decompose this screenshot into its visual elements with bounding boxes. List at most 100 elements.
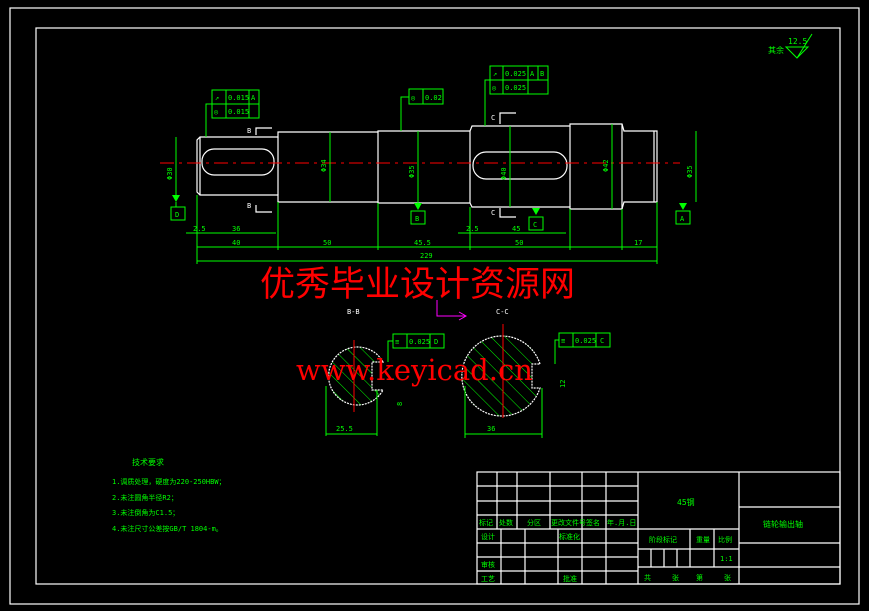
watermark-url: www.keyicad.cn	[296, 353, 533, 387]
svg-text:↗: ↗	[493, 70, 497, 78]
svg-text:设计: 设计	[481, 532, 495, 541]
svg-text:36: 36	[232, 225, 240, 233]
svg-text:C-C: C-C	[496, 308, 509, 316]
svg-text:50: 50	[323, 239, 331, 247]
svg-text:0.025: 0.025	[409, 338, 430, 346]
svg-text:A: A	[251, 94, 256, 102]
svg-text:工艺: 工艺	[481, 575, 495, 583]
svg-text:Φ34: Φ34	[320, 159, 328, 172]
svg-text:Φ35: Φ35	[408, 165, 416, 178]
svg-text:12: 12	[559, 380, 567, 388]
svg-text:◎: ◎	[492, 84, 497, 92]
svg-text:25.5: 25.5	[336, 425, 353, 433]
svg-text:45: 45	[512, 225, 520, 233]
svg-text:0.025: 0.025	[505, 70, 526, 78]
svg-text:229: 229	[420, 252, 433, 260]
svg-text:处数: 处数	[499, 518, 513, 527]
svg-text:↗: ↗	[215, 94, 219, 102]
svg-text:Φ30: Φ30	[166, 167, 174, 180]
diameter-dimensions: Φ30 Φ34 Φ35 Φ40 Φ42 Φ35	[166, 124, 697, 209]
svg-text:◎: ◎	[214, 108, 219, 116]
svg-text:分区: 分区	[527, 518, 541, 527]
svg-text:2.未注圆角半径R2；: 2.未注圆角半径R2；	[112, 493, 178, 502]
svg-text:审核: 审核	[481, 560, 495, 569]
svg-text:D: D	[434, 338, 438, 346]
svg-text:Φ35: Φ35	[686, 165, 694, 178]
keyway-left	[201, 148, 275, 176]
svg-text:0.02: 0.02	[425, 94, 442, 102]
svg-text:Φ42: Φ42	[602, 159, 610, 172]
svg-text:1.调质处理，硬度为220-250HBW；: 1.调质处理，硬度为220-250HBW；	[112, 477, 226, 486]
svg-text:8: 8	[396, 402, 404, 406]
svg-text:标准化: 标准化	[559, 532, 580, 541]
svg-text:C: C	[491, 209, 495, 217]
svg-text:C: C	[533, 221, 537, 229]
svg-text:3.未注倒角为C1.5；: 3.未注倒角为C1.5；	[112, 508, 179, 517]
title-block: 45钢 链轮输出轴 标记 处数 分区 更改文件号 签名 年.月.日 设计 标准化…	[476, 471, 841, 585]
section-cc: C-C 36 12 ≡ 0.025 C	[461, 308, 611, 438]
length-dimensions: 2.5 36 40 50 45.5 2.5 45 50 17 229	[186, 195, 658, 264]
svg-text:≡: ≡	[561, 337, 565, 345]
svg-text:A: A	[680, 215, 685, 223]
svg-text:12.5: 12.5	[788, 37, 807, 46]
svg-text:0.025: 0.025	[575, 337, 596, 345]
svg-text:第: 第	[696, 573, 703, 582]
view-arrow	[436, 300, 468, 321]
svg-text:1:1: 1:1	[720, 555, 733, 563]
svg-text:40: 40	[232, 239, 240, 247]
svg-text:B: B	[540, 70, 544, 78]
svg-text:张: 张	[672, 573, 679, 582]
svg-text:0.025: 0.025	[505, 84, 526, 92]
datum-d: D	[170, 195, 186, 221]
outer-border	[9, 7, 860, 605]
svg-text:50: 50	[515, 239, 523, 247]
svg-text:批准: 批准	[563, 574, 577, 583]
keyway-right	[472, 151, 568, 180]
svg-text:C: C	[491, 114, 495, 122]
svg-text:4.未注尺寸公差按GB/T 1804-m。: 4.未注尺寸公差按GB/T 1804-m。	[112, 524, 223, 533]
svg-text:◎: ◎	[411, 94, 416, 102]
svg-text:45.5: 45.5	[414, 239, 431, 247]
svg-text:D: D	[175, 211, 179, 219]
svg-text:0.015: 0.015	[228, 94, 249, 102]
svg-text:B-B: B-B	[347, 308, 360, 316]
svg-text:2.5: 2.5	[193, 225, 206, 233]
svg-text:2.5: 2.5	[466, 225, 479, 233]
svg-text:重量: 重量	[696, 536, 710, 544]
svg-text:36: 36	[487, 425, 495, 433]
svg-text:≡: ≡	[395, 338, 399, 346]
svg-text:B: B	[415, 215, 419, 223]
section-bb: B-B 25.5 8 ≡ 0.025 D	[325, 308, 445, 436]
svg-text:阶段标记: 阶段标记	[649, 535, 677, 544]
svg-text:张: 张	[724, 573, 731, 582]
svg-text:技术要求: 技术要求	[132, 457, 164, 467]
svg-text:C: C	[600, 337, 604, 345]
roughness-note: 其余 12.5	[768, 33, 813, 59]
gdt-frame-middle: ◎ 0.02	[400, 88, 444, 131]
svg-text:B: B	[247, 127, 251, 135]
datum-b: B	[410, 203, 426, 225]
svg-text:Φ40: Φ40	[500, 167, 508, 180]
datum-a: A	[675, 203, 691, 225]
svg-text:更改文件号: 更改文件号	[551, 518, 586, 527]
svg-text:共: 共	[644, 573, 651, 582]
svg-text:45钢: 45钢	[677, 497, 695, 507]
technical-requirements: 技术要求 1.调质处理，硬度为220-250HBW； 2.未注圆角半径R2； 3…	[112, 457, 226, 533]
inner-frame	[35, 27, 841, 585]
svg-text:比例: 比例	[718, 535, 732, 544]
watermark-title: 优秀毕业设计资源网	[260, 265, 575, 305]
svg-text:链轮输出轴: 链轮输出轴	[763, 519, 803, 529]
svg-text:17: 17	[634, 239, 642, 247]
svg-text:A: A	[530, 70, 535, 78]
svg-text:其余: 其余	[768, 45, 784, 55]
svg-text:标记: 标记	[479, 518, 493, 527]
shaft-main-view	[160, 123, 680, 210]
svg-text:0.015: 0.015	[228, 108, 249, 116]
svg-text:B: B	[247, 202, 251, 210]
svg-text:年.月.日: 年.月.日	[607, 518, 636, 527]
datum-c: C	[528, 208, 544, 231]
section-cut-marks: B B C C	[247, 112, 516, 218]
